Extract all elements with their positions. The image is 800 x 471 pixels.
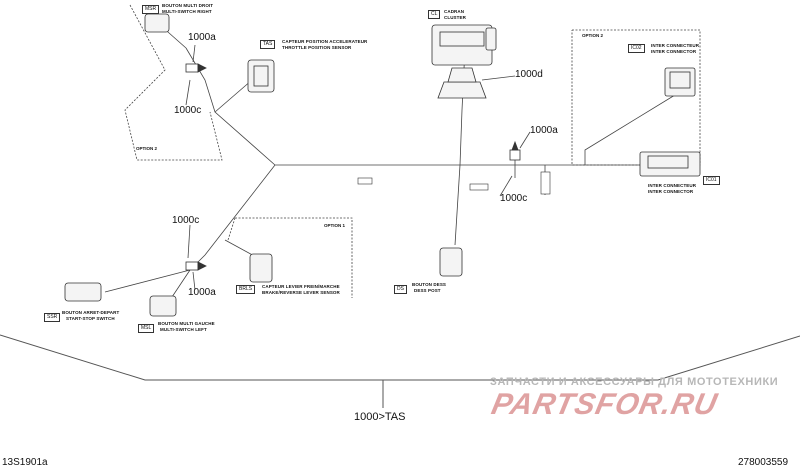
frame-bottom [0,334,800,381]
msl-label-fr: BOUTON MULTI GAUCHE [158,321,215,326]
harness-barcode-tag [540,171,551,195]
cl-code: CL [428,10,441,19]
ssr-connector [64,282,102,302]
option2-left-frame [124,4,223,161]
option1-label: OPTION 1 [324,223,346,228]
ic02-connector [664,67,696,97]
callout-main: 1000>TAS [354,411,406,423]
harness-cluster-branch [459,47,466,166]
brls-label-en: BRAKE/REVERSE LEVER SENSOR [262,290,340,295]
option1-frame [235,217,353,298]
figure-id-right: 278003559 [738,457,789,468]
harness-tag-right [469,183,489,191]
brls-connector [249,253,273,283]
leader-1000c-mid [187,224,191,259]
ssr-label-fr: BOUTON ARRET-DEPART [62,310,120,315]
leader-1000a-low [192,271,196,291]
brls-code: BRLS [236,285,256,294]
callout-1000d: 1000d [515,69,543,80]
ic01-label-en: INTER CONNECTOR [648,189,694,194]
splice-1000a-low [185,261,207,271]
msl-code: MSL [138,324,155,333]
brls-label-fr: CAPTEUR LEVIER FREIN/MARCHE [262,284,340,289]
tas-label-en: THROTTLE POSITION SENSOR [282,45,352,50]
ds-label-en: DESS POST [414,288,441,293]
ic02-label-en: INTER CONNECTOR [651,49,697,54]
option2-right-label: OPTION 2 [582,33,604,38]
leader-1000c-right [499,175,513,197]
leader-1000c-top [185,79,191,106]
ic02-code: IC02 [628,44,645,53]
cl-label-fr: CADRAN [444,9,465,14]
option2-left-label: OPTION 2 [136,146,158,151]
msr-connector [144,13,170,33]
leader-1000a-right [519,131,531,149]
option1-frame-edge [227,217,236,241]
harness-tag-mid [357,177,373,185]
callout-1000c-mid: 1000c [172,215,200,226]
ssr-label-en: START-STOP SWITCH [66,316,115,321]
callout-1000a-top: 1000a [188,32,216,43]
ds-code: DS [394,285,407,294]
callout-1000a-low: 1000a [188,287,216,298]
msl-connector [149,295,177,317]
splice-1000a-top [185,63,207,73]
tas-connector [247,59,275,93]
ssr-code: SSR [44,313,61,322]
msr-label-en: MULTI-SWITCH RIGHT [162,9,212,14]
harness-ssr-branch [104,269,191,293]
cl-label-en: CLUSTER [444,15,466,20]
harness-tas-branch [214,79,253,113]
msr-code: MSR [142,5,160,14]
ds-connector [439,247,463,277]
ds-label-fr: BOUTON DESS [412,282,447,287]
harness-ds-branch [454,164,461,246]
watermark-logo: PARTSFOR.RU [488,388,721,421]
ic01-code: IC01 [703,176,720,185]
ic02-label-fr: INTER CONNECTEUR [651,43,700,48]
leader-1000a-top [192,44,196,63]
ic01-label-fr: INTER CONNECTEUR [648,183,697,188]
watermark-text: ЗАПЧАСТИ И АКСЕССУАРЫ ДЛЯ МОТОТЕХНИКИ [490,376,779,388]
splice-1000a-right [509,140,521,161]
leader-1000d [481,75,516,81]
cluster-connector [431,24,497,99]
harness-msl-branch [169,269,191,301]
tas-label-fr: CAPTEUR POSITION ACCELERATEUR [282,39,368,44]
msr-label-fr: BOUTON MULTI DROIT [162,3,214,8]
callout-1000c-top: 1000c [174,105,202,116]
harness-ic02-branch [584,94,676,165]
callout-1000c-right: 1000c [500,193,528,204]
callout-1000a-right: 1000a [530,125,558,136]
figure-id-left: 13S1901a [2,457,48,468]
ic01-connector [639,151,701,177]
tas-code: TAS [260,40,276,49]
msl-label-en: MULTI-SWITCH LEFT [160,327,207,332]
